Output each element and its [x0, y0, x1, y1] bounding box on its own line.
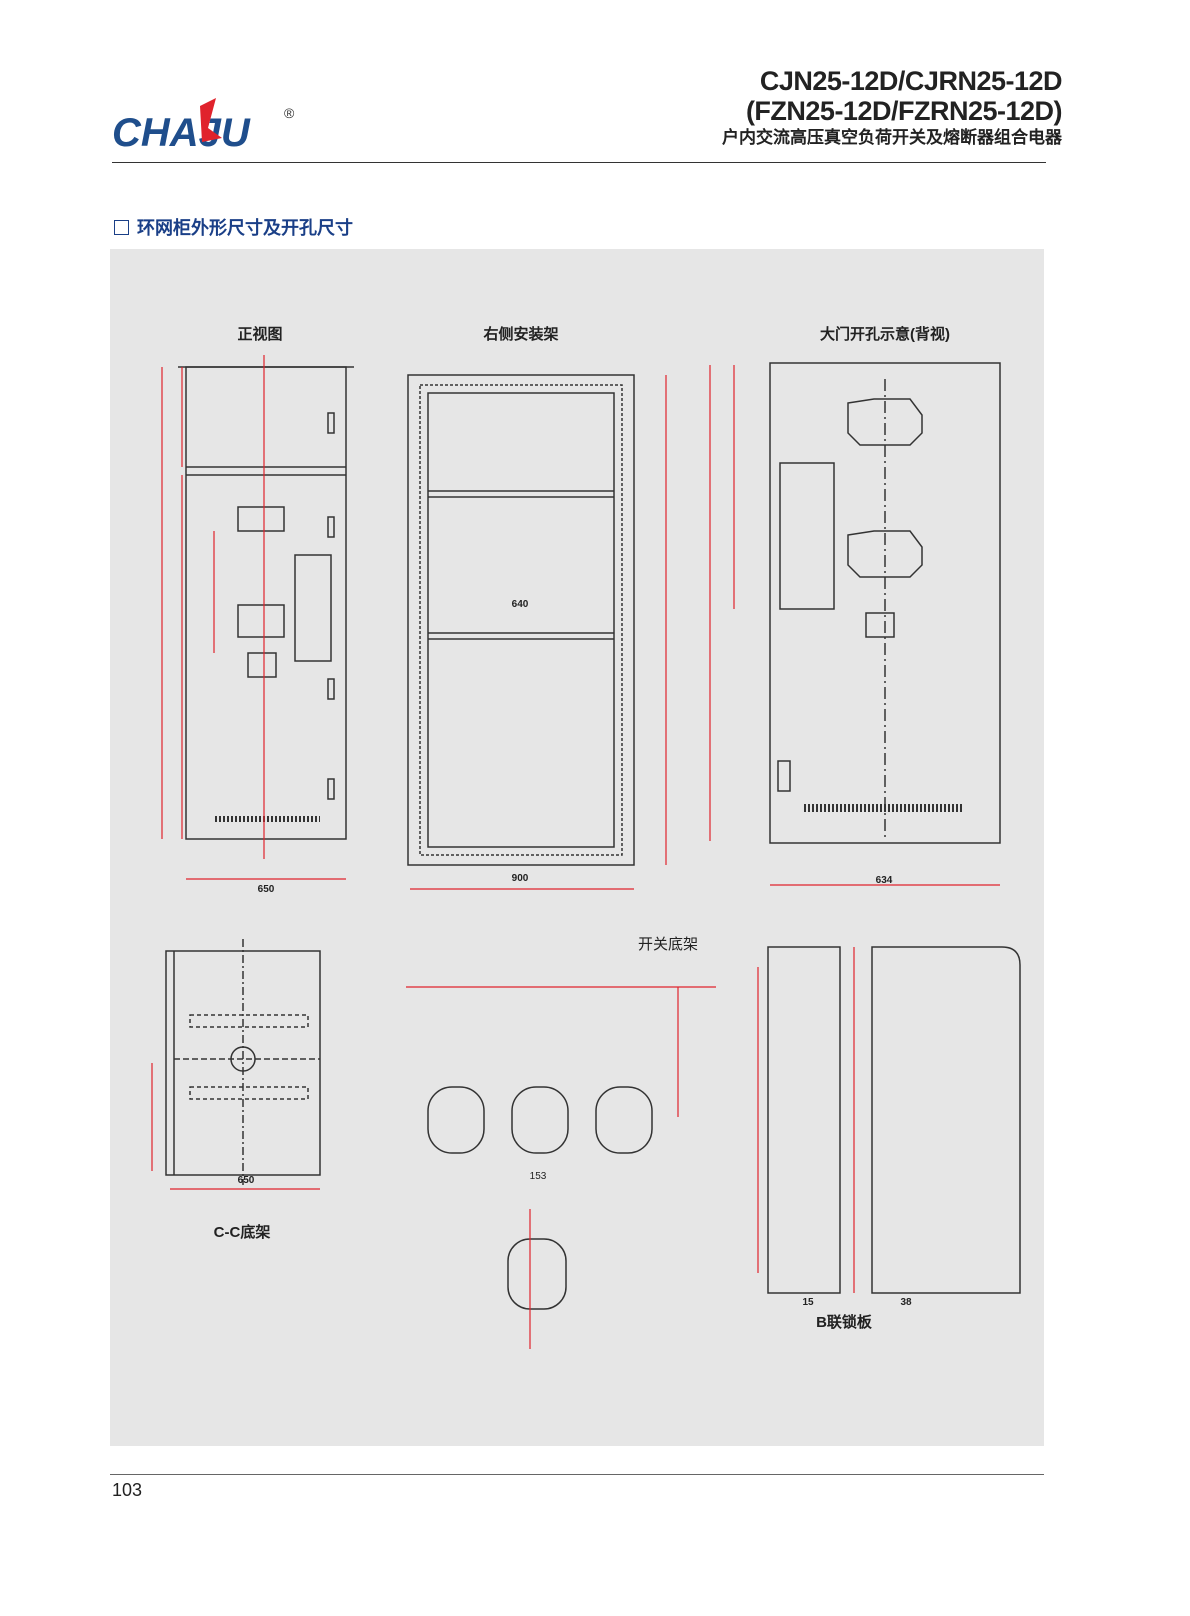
cutout-pitch-dim: 153 [530, 1171, 547, 1182]
interlock-thickness-dim: 38 [900, 1297, 912, 1308]
side-view-title: 右侧安装架 [483, 325, 558, 343]
base-view [165, 939, 321, 1185]
product-name: 户内交流高压真空负荷开关及熔断器组合电器 [722, 128, 1062, 147]
page-header: CHAJU ® CJN25-12D/CJRN25-12D (FZN25-12D/… [0, 0, 1190, 170]
front-view-title: 正视图 [237, 325, 282, 343]
section-title: 环网柜外形尺寸及开孔尺寸 [137, 218, 353, 238]
front-width-dim: 650 [258, 884, 275, 895]
title-block: CJN25-12D/CJRN25-12D (FZN25-12D/FZRN25-1… [722, 66, 1063, 150]
interlock-view-title: B联锁板 [816, 1313, 873, 1331]
interlock-view [767, 946, 1021, 1294]
checkbox-square-icon [114, 220, 129, 235]
drawing-panel: 正视图 右侧安装架 大门开孔示意(背视) C-C底架 B联锁板 开关底架 650… [110, 249, 1044, 1446]
side-width-dim: 900 [512, 873, 529, 884]
door-width-dim: 634 [876, 875, 893, 886]
front-view [178, 366, 354, 840]
cutout-label: 开关底架 [638, 936, 698, 953]
base-width-dim: 650 [238, 1175, 255, 1186]
interlock-flange-dim: 15 [802, 1297, 814, 1308]
model-line-2: (FZN25-12D/FZRN25-12D) [745, 96, 1063, 126]
chaju-logo: CHAJU ® [112, 98, 295, 155]
side-frame-view [407, 374, 635, 866]
side-inner-dim: 640 [512, 599, 529, 610]
base-view-title: C-C底架 [214, 1223, 271, 1241]
cutout-view [427, 1086, 653, 1310]
technical-drawings: 正视图 右侧安装架 大门开孔示意(背视) C-C底架 B联锁板 开关底架 650… [151, 325, 1021, 1349]
section-heading: 环网柜外形尺寸及开孔尺寸 [114, 214, 353, 240]
page-number: 103 [112, 1480, 143, 1500]
model-line-1: CJN25-12D/CJRN25-12D [759, 66, 1063, 96]
footer-rule [110, 1474, 1044, 1475]
registered-mark: ® [284, 105, 295, 121]
door-view-title: 大门开孔示意(背视) [820, 325, 950, 343]
logo-wordmark: CHAJU [112, 111, 251, 155]
header-rule [112, 162, 1046, 163]
door-view [769, 362, 1001, 844]
